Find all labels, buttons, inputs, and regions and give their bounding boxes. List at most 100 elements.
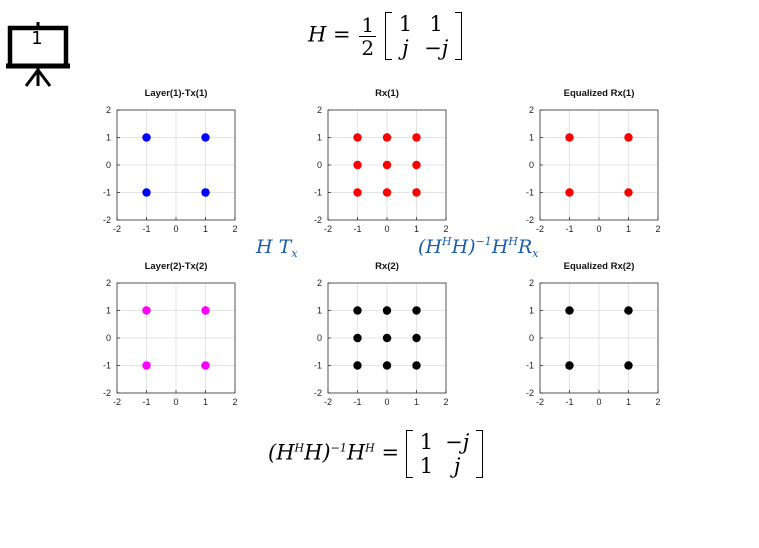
data-point — [353, 333, 362, 343]
eq-bot-sup1: H — [294, 441, 305, 455]
data-point — [201, 188, 210, 197]
y-tick-label: -2 — [103, 388, 111, 398]
x-tick-label: -2 — [113, 224, 121, 234]
y-tick-label: 1 — [529, 306, 534, 316]
point-sample — [202, 189, 206, 194]
x-tick-label: -2 — [113, 397, 121, 407]
data-point — [382, 361, 392, 370]
data-point — [412, 306, 421, 315]
data-point — [624, 361, 633, 370]
point-sample — [356, 336, 360, 340]
x-tick-label: 0 — [596, 224, 601, 234]
point-sample — [384, 137, 389, 141]
y-tick-label: 1 — [529, 133, 534, 143]
point-sample — [568, 364, 573, 368]
y-tick-label: -2 — [314, 215, 322, 225]
data-point — [353, 361, 362, 370]
point-sample — [146, 192, 150, 197]
point-sample — [624, 309, 628, 313]
data-point — [412, 160, 421, 170]
label-h: H — [256, 236, 273, 258]
presentation-board-icon — [6, 22, 70, 87]
matrix-cell: j — [402, 36, 409, 60]
y-tick-label: 1 — [317, 133, 322, 143]
x-tick-label: 1 — [203, 224, 208, 234]
x-tick-label: 0 — [384, 224, 389, 234]
data-point — [624, 188, 633, 197]
eq-bot-sup3: H — [365, 441, 375, 455]
point-sample — [204, 193, 209, 197]
y-tick-label: -1 — [526, 361, 534, 371]
point-sample — [202, 308, 206, 313]
point-sample — [143, 191, 147, 195]
x-tick-label: -2 — [536, 224, 544, 234]
data-point — [382, 333, 392, 343]
eq-bot-lhs: (H — [268, 440, 295, 465]
point-sample — [354, 189, 359, 194]
x-tick-label: -2 — [324, 397, 332, 407]
y-tick-label: 0 — [317, 160, 322, 170]
point-sample — [566, 192, 571, 196]
eq-top-lhs: H — [308, 22, 327, 47]
x-tick-label: -1 — [353, 397, 361, 407]
chart-title: Rx(2) — [375, 261, 399, 272]
matrix-cell: 1 — [429, 12, 443, 36]
data-point — [201, 306, 210, 315]
point-sample — [568, 134, 572, 139]
data-point — [353, 188, 362, 197]
data-point — [565, 133, 574, 142]
eq-top-equals: = — [333, 22, 351, 47]
y-tick-label: 1 — [106, 133, 111, 143]
eq-bot-h2: H — [346, 440, 366, 465]
point-sample — [413, 190, 418, 195]
y-tick-label: 0 — [529, 333, 534, 343]
y-tick-label: -1 — [314, 188, 322, 198]
point-sample — [387, 162, 391, 167]
x-tick-label: -2 — [536, 397, 544, 407]
y-tick-label: 2 — [317, 278, 322, 288]
label-r: R — [517, 236, 533, 258]
label-mid: H) — [451, 236, 476, 258]
point-sample — [415, 309, 419, 313]
data-point — [142, 133, 151, 142]
eq-top-frac-den: 2 — [361, 35, 375, 60]
matrix-cell: 1 — [419, 454, 434, 478]
eq-top-frac-num: 1 — [359, 12, 377, 37]
data-point — [412, 188, 421, 197]
point-sample — [144, 308, 148, 313]
eq-bot-mid: H) — [304, 440, 331, 465]
chart-title: Layer(2)-Tx(2) — [145, 261, 208, 272]
data-point — [565, 188, 574, 197]
x-tick-label: 2 — [232, 397, 237, 407]
matrix-cell: −j — [424, 36, 449, 60]
data-point — [412, 361, 421, 370]
point-sample — [568, 189, 573, 194]
x-tick-label: 0 — [384, 397, 389, 407]
point-sample — [144, 136, 148, 140]
data-point — [142, 361, 151, 370]
x-tick-label: 1 — [626, 224, 631, 234]
point-sample — [627, 189, 632, 194]
point-sample — [566, 306, 571, 311]
point-sample — [355, 308, 360, 313]
data-point — [353, 306, 362, 315]
point-sample — [565, 309, 570, 314]
point-sample — [567, 137, 572, 142]
data-point — [565, 306, 574, 315]
data-point — [201, 361, 210, 370]
point-sample — [385, 337, 390, 341]
eq-bot-equals: = — [381, 440, 400, 465]
y-tick-label: 2 — [106, 105, 111, 115]
matrix-cell: j — [453, 454, 461, 478]
eq-top-fraction: 1 2 — [359, 12, 377, 60]
label-t: T — [278, 236, 292, 258]
y-tick-label: 2 — [529, 105, 534, 115]
chart-title: Rx(1) — [375, 88, 399, 99]
